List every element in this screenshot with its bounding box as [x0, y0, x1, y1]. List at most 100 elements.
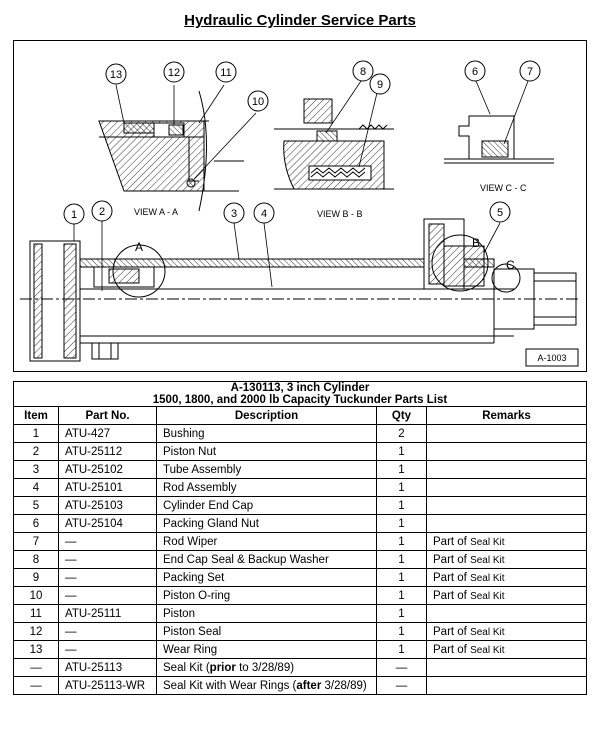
cell-description: Wear Ring — [156, 640, 377, 659]
remarks-prefix: Part of — [433, 553, 471, 566]
figure-id: A-1003 — [537, 353, 566, 363]
cell-remarks: Part of Seal Kit — [426, 532, 587, 551]
callout-1: 1 — [71, 209, 77, 221]
cell-qty: 1 — [376, 640, 427, 659]
cell-part-no: — — [58, 568, 157, 587]
remarks-prefix: Part of — [433, 589, 471, 602]
cell-qty: 1 — [376, 622, 427, 641]
callout-8: 8 — [360, 66, 366, 78]
callout-12: 12 — [168, 67, 180, 79]
cell-item: 4 — [13, 478, 59, 497]
remarks-kit: Seal Kit — [470, 554, 505, 566]
cell-remarks: Part of Seal Kit — [426, 640, 587, 659]
view-c-label: VIEW C - C — [480, 183, 527, 193]
callout-7: 7 — [527, 66, 533, 78]
callout-9: 9 — [377, 79, 383, 91]
callout-leaders — [73, 80, 529, 291]
remarks-prefix: Part of — [433, 625, 471, 638]
table-caption: A-130113, 3 inch Cylinder 1500, 1800, an… — [13, 381, 587, 407]
page-title: Hydraulic Cylinder Service Parts — [184, 12, 416, 29]
remarks-prefix: Part of — [433, 643, 471, 656]
cell-description: Cylinder End Cap — [156, 496, 377, 515]
callout-2: 2 — [99, 206, 105, 218]
desc-suffix: to 3/28/89) — [235, 661, 295, 674]
header-qty: Qty — [376, 406, 427, 425]
view-b-label: VIEW B - B — [317, 209, 363, 219]
cell-item: 1 — [13, 424, 59, 443]
cell-qty: 1 — [376, 442, 427, 461]
cell-qty: — — [376, 676, 427, 695]
cell-description: Piston Nut — [156, 442, 377, 461]
cell-remarks: Part of Seal Kit — [426, 622, 587, 641]
header-item: Item — [13, 406, 59, 425]
cell-item: — — [13, 676, 59, 695]
parts-list-table: A-130113, 3 inch Cylinder 1500, 1800, an… — [13, 381, 587, 695]
remarks-kit: Seal Kit — [470, 536, 505, 548]
cell-item: — — [13, 658, 59, 677]
callouts: 13 12 11 10 8 9 6 7 1 2 3 4 5 — [63, 60, 541, 225]
cell-description: Bushing — [156, 424, 377, 443]
cell-part-no: ATU-427 — [58, 424, 157, 443]
cell-part-no: ATU-25101 — [58, 478, 157, 497]
cell-qty: — — [376, 658, 427, 677]
desc-suffix: 3/28/89) — [321, 679, 367, 692]
cell-qty: 1 — [376, 514, 427, 533]
view-a-label: VIEW A - A — [134, 207, 178, 217]
cell-remarks: Part of Seal Kit — [426, 550, 587, 569]
view-b-detail — [274, 98, 394, 190]
cell-remarks: Part of Seal Kit — [426, 568, 587, 587]
cylinder-drawing: VIEW A - A VIEW B - B VIEW C - C — [20, 60, 579, 367]
section-b-mark: B — [472, 236, 480, 250]
cell-item: 7 — [13, 532, 59, 551]
cell-qty: 1 — [376, 604, 427, 623]
header-description: Description — [156, 406, 377, 425]
cell-description: Packing Set — [156, 568, 377, 587]
callout-3: 3 — [231, 208, 237, 220]
cell-item: 3 — [13, 460, 59, 479]
cell-part-no: ATU-25113 — [58, 658, 157, 677]
cell-part-no: ATU-25111 — [58, 604, 157, 623]
cell-remarks — [426, 424, 587, 443]
cell-description: Tube Assembly — [156, 460, 377, 479]
cell-part-no: ATU-25103 — [58, 496, 157, 515]
table-title-line2: 1500, 1800, and 2000 lb Capacity Tuckund… — [152, 394, 448, 406]
cell-part-no: — — [58, 640, 157, 659]
header-part-no: Part No. — [58, 406, 157, 425]
table-header-row: Item Part No. Description Qty Remarks — [13, 406, 587, 425]
cell-item: 12 — [13, 622, 59, 641]
view-a-detail — [98, 90, 244, 212]
cell-item: 11 — [13, 604, 59, 623]
cell-qty: 1 — [376, 586, 427, 605]
callout-13: 13 — [110, 69, 122, 81]
cell-qty: 1 — [376, 550, 427, 569]
desc-emphasis: after — [296, 679, 322, 692]
callout-11: 11 — [220, 67, 231, 79]
cell-qty: 1 — [376, 496, 427, 515]
cell-description: Piston O-ring — [156, 586, 377, 605]
remarks-prefix: Part of — [433, 535, 471, 548]
cell-qty: 1 — [376, 568, 427, 587]
cell-description: Piston — [156, 604, 377, 623]
cell-part-no: — — [58, 532, 157, 551]
view-c-detail — [444, 115, 554, 164]
header-remarks: Remarks — [426, 406, 587, 425]
cell-description: Rod Wiper — [156, 532, 377, 551]
remarks-kit: Seal Kit — [470, 572, 505, 584]
cell-remarks — [426, 496, 587, 515]
table-title-line1: A-130113, 3 inch Cylinder — [230, 382, 370, 394]
callout-4: 4 — [261, 208, 267, 220]
cell-description: Rod Assembly — [156, 478, 377, 497]
cell-part-no: — — [58, 550, 157, 569]
desc-emphasis: prior — [209, 661, 236, 674]
figure-id-box — [525, 348, 579, 367]
section-c-mark: C — [506, 258, 515, 272]
